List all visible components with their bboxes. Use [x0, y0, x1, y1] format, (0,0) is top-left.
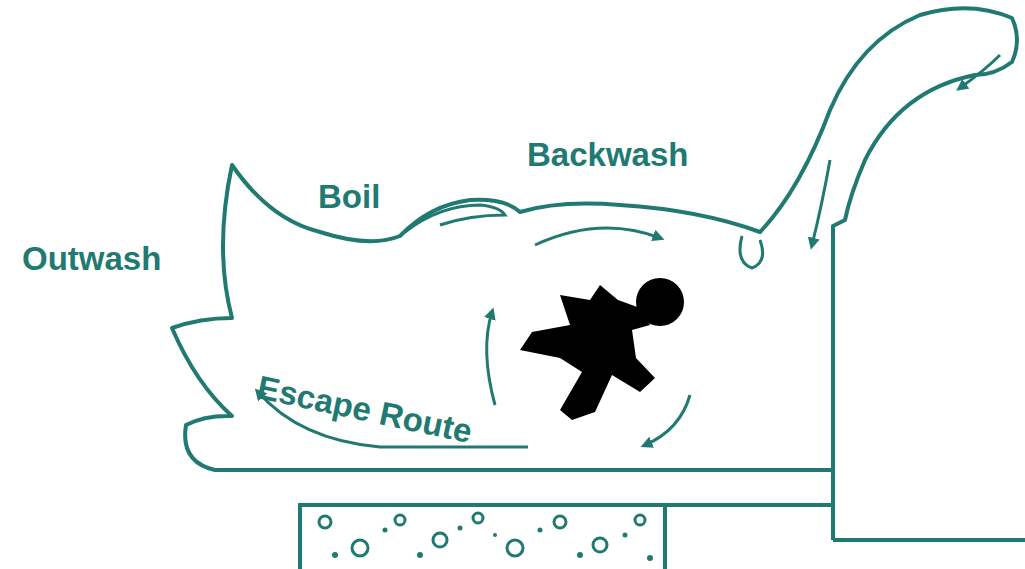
flow-arrow	[812, 160, 830, 245]
circulation-arrow	[535, 228, 660, 245]
rock-bed	[300, 505, 665, 569]
dam-wall	[831, 470, 835, 540]
part-label: Backwash	[527, 138, 688, 171]
part-label: Boil	[318, 180, 380, 213]
circulation-arrow	[487, 312, 495, 405]
flow-arrow	[960, 55, 1000, 88]
trapped-person	[520, 278, 684, 420]
water-outline	[172, 8, 1017, 470]
part-label: Outwash	[22, 242, 161, 275]
backwash-curl	[740, 236, 763, 268]
apron-line	[665, 503, 833, 507]
circulation-arrow	[645, 395, 690, 445]
boil-swirl	[405, 205, 505, 232]
ground-line	[833, 538, 1025, 542]
